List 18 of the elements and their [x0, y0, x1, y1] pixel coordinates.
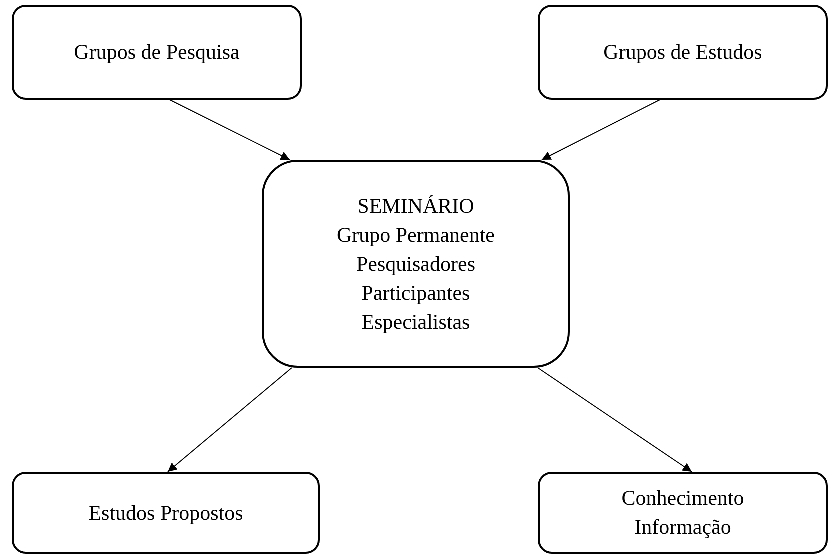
box-text: Pesquisadores [356, 250, 476, 278]
box-text: Participantes [362, 280, 470, 306]
box-text: Estudos Propostos [88, 500, 244, 526]
rounded-box [12, 5, 302, 100]
box-text: Especialistas [362, 308, 470, 336]
box-text: Grupos de Estudos [604, 39, 762, 66]
box-text: Grupos de Pesquisa [74, 39, 240, 66]
box-text: Conhecimento Informação [620, 485, 746, 541]
box-text: Grupo Permanente [336, 222, 496, 248]
rounded-box [262, 160, 570, 368]
rounded-box [538, 5, 828, 100]
rounded-box [538, 472, 828, 554]
rounded-box [12, 472, 320, 554]
arrow [538, 368, 692, 472]
arrow [542, 100, 660, 160]
arrow [170, 100, 290, 160]
box-text: SEMINÁRIO [358, 192, 474, 220]
arrow [168, 368, 292, 472]
